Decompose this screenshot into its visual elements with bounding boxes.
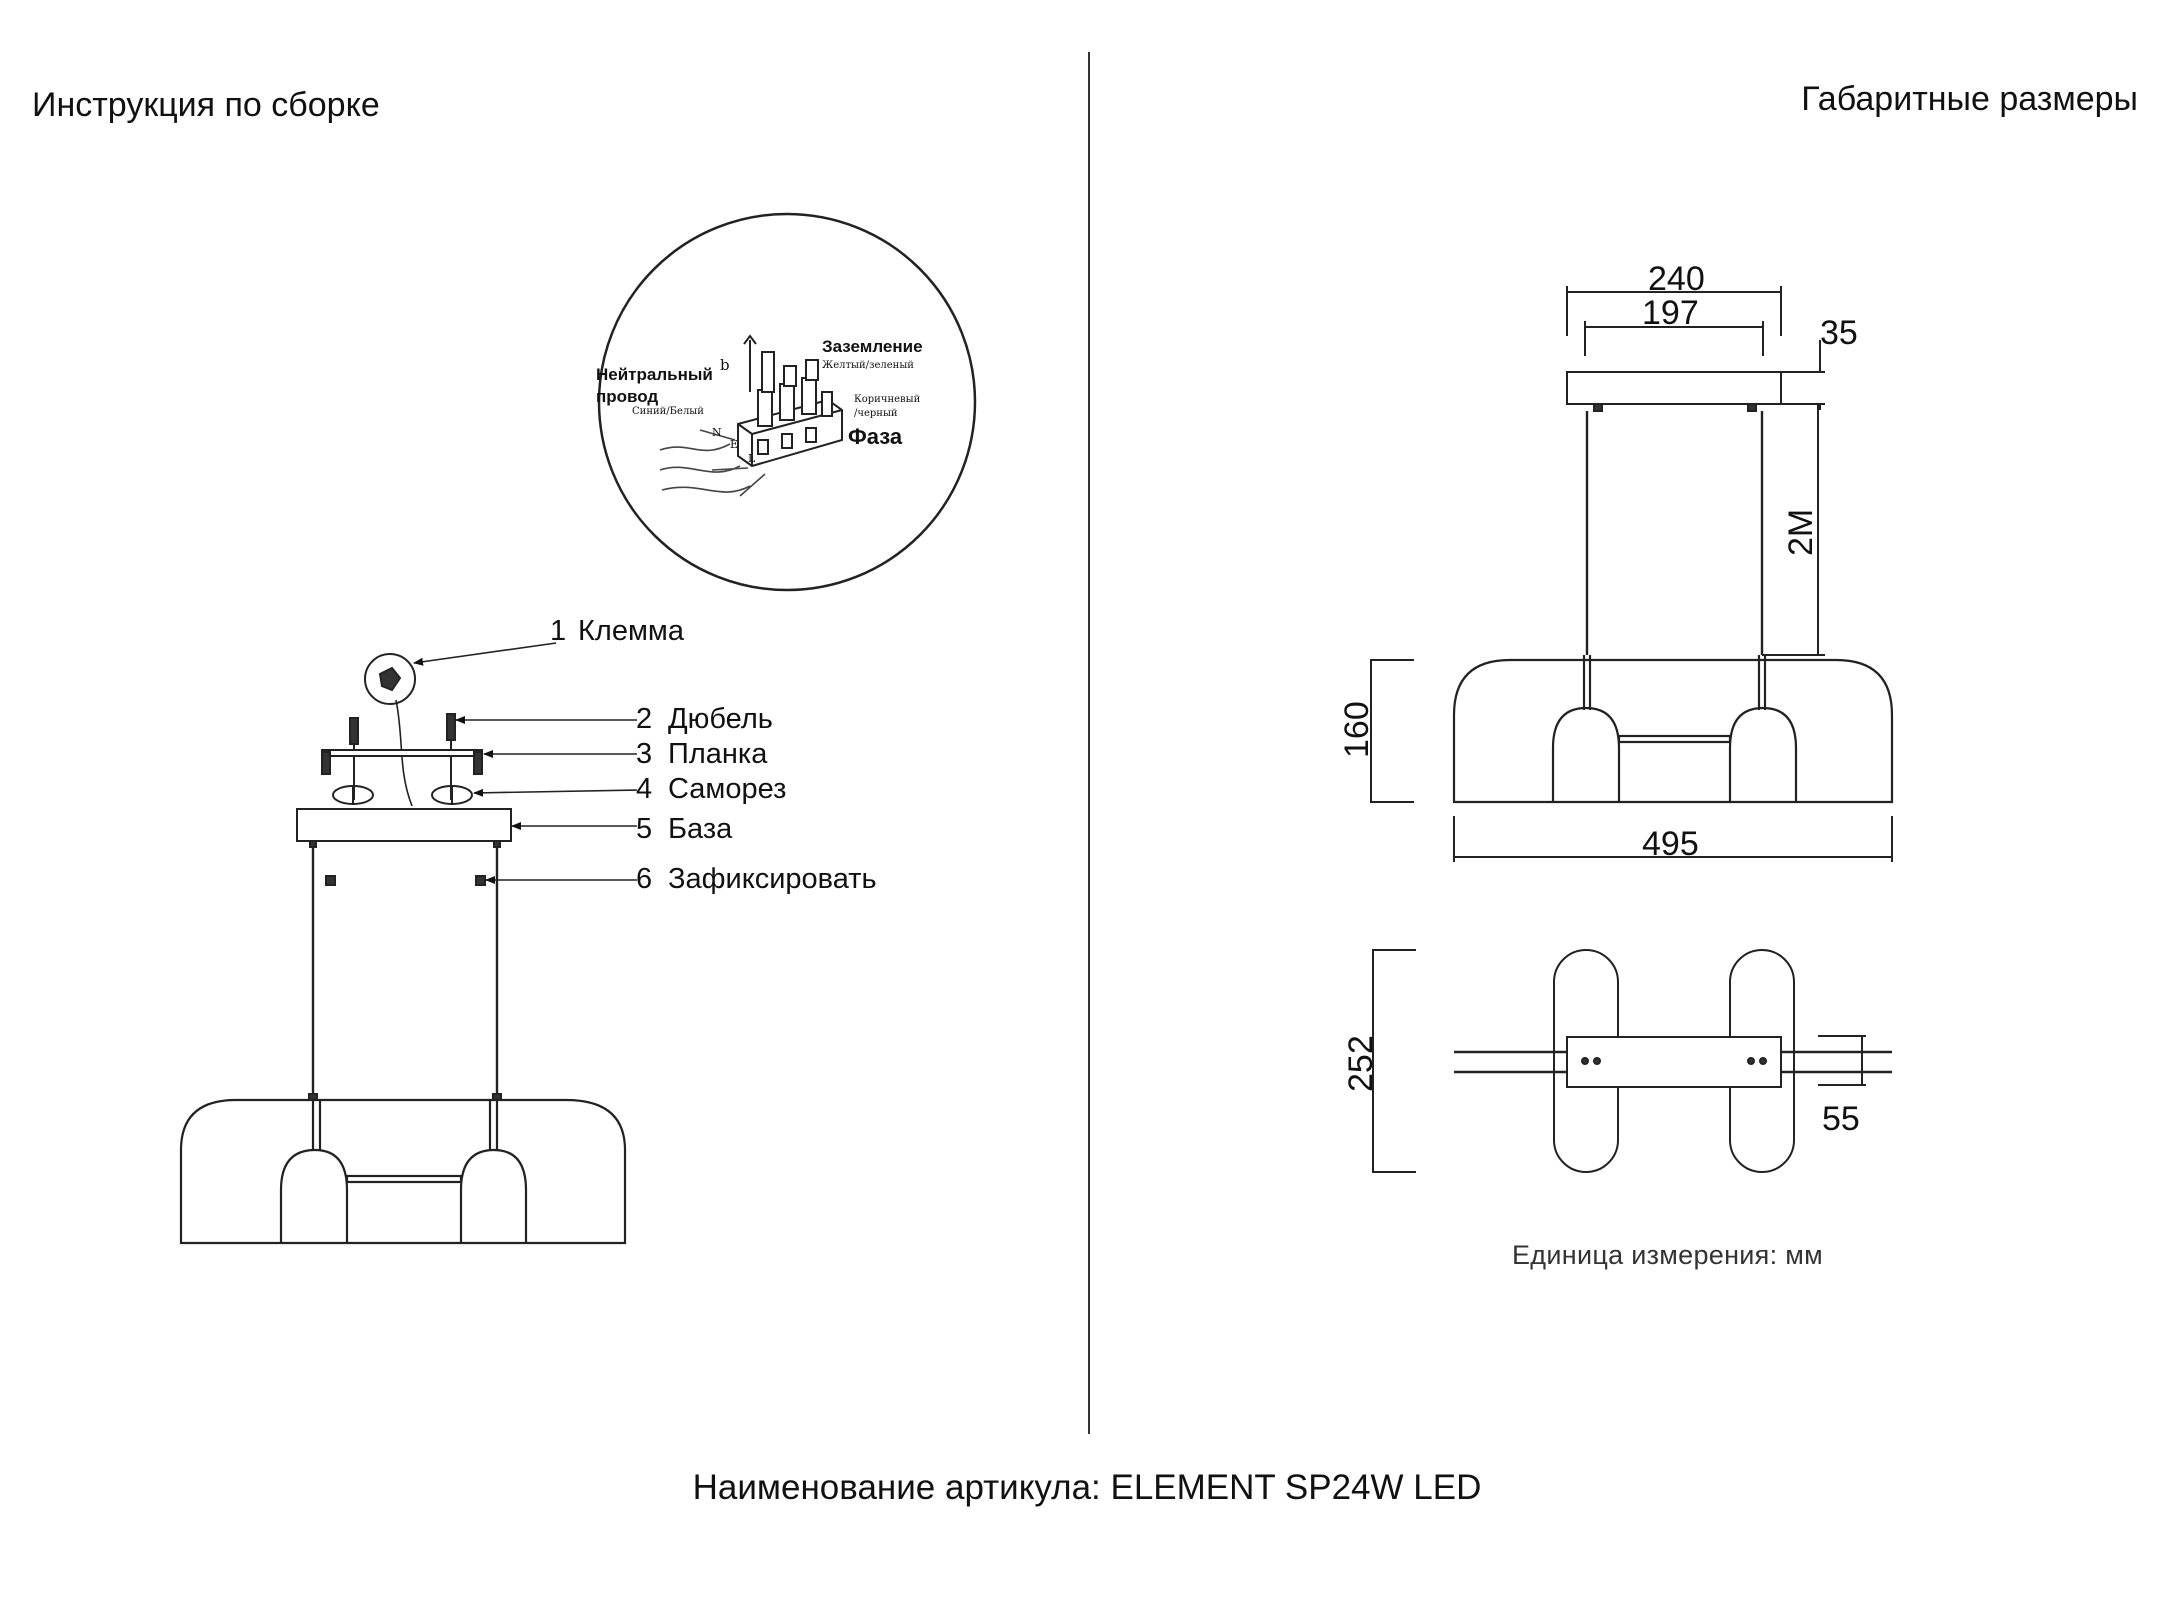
callout-3-num: 3 bbox=[636, 738, 652, 770]
front-view bbox=[1370, 286, 1894, 862]
neutral-label-2: провод bbox=[596, 387, 658, 406]
phase-label: Фаза bbox=[848, 424, 903, 449]
canopy-base bbox=[296, 808, 512, 842]
callout-2-num: 2 bbox=[636, 703, 652, 735]
callout-6-label: Зафиксировать bbox=[668, 863, 877, 895]
wiring-detail: Нейтральный провод Синий/Белый Заземлени… bbox=[596, 212, 977, 592]
terminal-block-icon bbox=[737, 334, 843, 468]
dim-total-width: 495 bbox=[1642, 825, 1699, 863]
dim-canopy-width: 240 bbox=[1648, 260, 1705, 298]
fix-point-icon bbox=[325, 875, 336, 886]
assembly-drawing bbox=[179, 653, 627, 1245]
dim-shade-height: 160 bbox=[1338, 701, 1376, 758]
mounting-bar-icon bbox=[321, 749, 483, 775]
callout-leaders bbox=[413, 642, 638, 884]
wire-lines bbox=[659, 429, 766, 497]
callout-4-label: Саморез bbox=[668, 773, 786, 805]
neutral-label: Нейтральный bbox=[596, 365, 713, 384]
letter-e: E bbox=[730, 438, 738, 451]
callout-1-num: 1 bbox=[550, 615, 566, 647]
assembly-heading: Инструкция по сборке bbox=[32, 86, 380, 124]
top-view bbox=[1372, 949, 1892, 1173]
callout-5-label: База bbox=[668, 813, 733, 845]
phase-color-label: Коричневый bbox=[854, 394, 921, 405]
callout-5-num: 5 bbox=[636, 813, 652, 845]
dim-canopy-inner: 197 bbox=[1642, 294, 1699, 332]
callout-1-label: Клемма bbox=[578, 615, 685, 647]
article-name: Наименование артикула: ELEMENT SP24W LED bbox=[692, 1468, 1482, 1507]
neutral-color-label: Синий/Белый bbox=[632, 406, 704, 417]
ground-color-label: Желтый/зеленый bbox=[822, 360, 914, 371]
canopy-top bbox=[1566, 1036, 1782, 1088]
callout-labels: 1 Клемма 2 Дюбель 3 Планка 4 Саморез 5 Б… bbox=[550, 615, 877, 895]
dim-cable-length: 2M bbox=[1782, 509, 1820, 556]
phase-color-label-2: /черный bbox=[854, 408, 898, 419]
callout-2-label: Дюбель bbox=[668, 703, 773, 735]
callout-4-num: 4 bbox=[636, 773, 652, 805]
terminal-icon bbox=[364, 653, 416, 705]
shade-front bbox=[1452, 655, 1894, 804]
letter-b: b bbox=[720, 356, 730, 374]
letter-l: L bbox=[748, 452, 756, 465]
dim-depth: 252 bbox=[1342, 1035, 1380, 1092]
units-note: Единица измерения: мм bbox=[1512, 1240, 1823, 1270]
letter-n: N bbox=[712, 426, 722, 439]
dimensions-heading: Габаритные размеры bbox=[1801, 80, 2138, 118]
callout-3-label: Планка bbox=[668, 738, 768, 770]
dimension-labels: 240 197 35 2M 160 495 252 55 bbox=[1338, 260, 1860, 1138]
dim-canopy-height: 35 bbox=[1820, 314, 1858, 352]
center-divider bbox=[1088, 52, 1090, 1434]
ground-label: Заземление bbox=[822, 337, 923, 356]
callout-6-num: 6 bbox=[636, 863, 652, 895]
dim-bar-width: 55 bbox=[1822, 1100, 1860, 1138]
canopy-front bbox=[1566, 371, 1782, 405]
shade-outline bbox=[179, 1098, 627, 1245]
detail-circle bbox=[597, 212, 977, 592]
